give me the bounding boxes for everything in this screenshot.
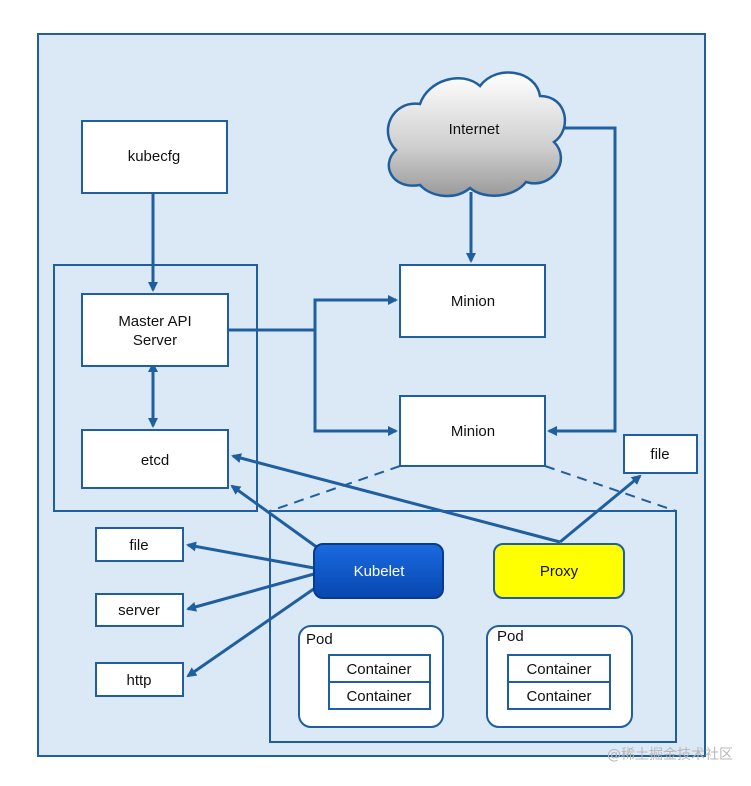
- proxy-node: Proxy: [493, 543, 625, 599]
- internet-cloud: Internet: [386, 71, 567, 198]
- edge-kubelet-to-file: [186, 541, 315, 570]
- edge-proxy-to-file: [559, 474, 642, 544]
- etcd-label: etcd: [141, 452, 169, 469]
- master-api-label-line1: Master API: [118, 313, 191, 330]
- pod-left-label: Pod: [306, 631, 333, 648]
- minion-node-1: Minion: [399, 264, 546, 338]
- pod-right-container-2: Container: [526, 688, 591, 705]
- server-label: server: [118, 602, 160, 619]
- file-left-label: file: [129, 537, 148, 554]
- internet-label: Internet: [449, 121, 501, 138]
- pod-left: Pod Container Container: [298, 625, 444, 728]
- http-label: http: [126, 672, 151, 689]
- edge-proxy-to-etcd: [231, 453, 561, 544]
- kubelet-node: Kubelet: [313, 543, 444, 599]
- kubecfg-node: kubecfg: [81, 120, 228, 194]
- minion-node-2: Minion: [399, 395, 546, 467]
- dashed-line-right: [544, 465, 677, 512]
- pod-right-container-1: Container: [526, 661, 591, 678]
- dashed-line-left: [269, 465, 401, 512]
- server-node: server: [95, 593, 184, 627]
- edge-master-to-minion-2: [313, 330, 398, 436]
- edge-kubelet-to-server: [186, 572, 315, 612]
- pod-left-container-2: Container: [346, 688, 411, 705]
- pod-left-container-1: Container: [346, 661, 411, 678]
- pod-right: Pod Container Container: [486, 625, 633, 728]
- proxy-label: Proxy: [540, 563, 579, 580]
- edge-kubelet-to-etcd: [230, 484, 319, 550]
- minion-2-label: Minion: [451, 423, 495, 440]
- edge-internet-to-minion-2: [547, 126, 617, 436]
- etcd-node: etcd: [81, 429, 229, 489]
- file-node-left: file: [95, 527, 184, 562]
- edge-master-to-minion-1: [228, 295, 398, 332]
- file-top-label: file: [650, 446, 669, 463]
- edge-kubelet-to-http: [186, 584, 319, 678]
- master-group-frame: [53, 264, 258, 512]
- kubecfg-label: kubecfg: [128, 148, 181, 165]
- file-node-top: file: [623, 434, 698, 474]
- minion-1-label: Minion: [451, 293, 495, 310]
- pod-right-label: Pod: [497, 628, 524, 645]
- master-api-server-node: Master API Server: [81, 293, 229, 367]
- kubelet-label: Kubelet: [354, 563, 406, 580]
- minion-detail-frame: [269, 510, 677, 743]
- http-node: http: [95, 662, 184, 697]
- master-api-label-line2: Server: [133, 332, 177, 349]
- watermark-text: @稀土掘金技术社区: [607, 747, 733, 763]
